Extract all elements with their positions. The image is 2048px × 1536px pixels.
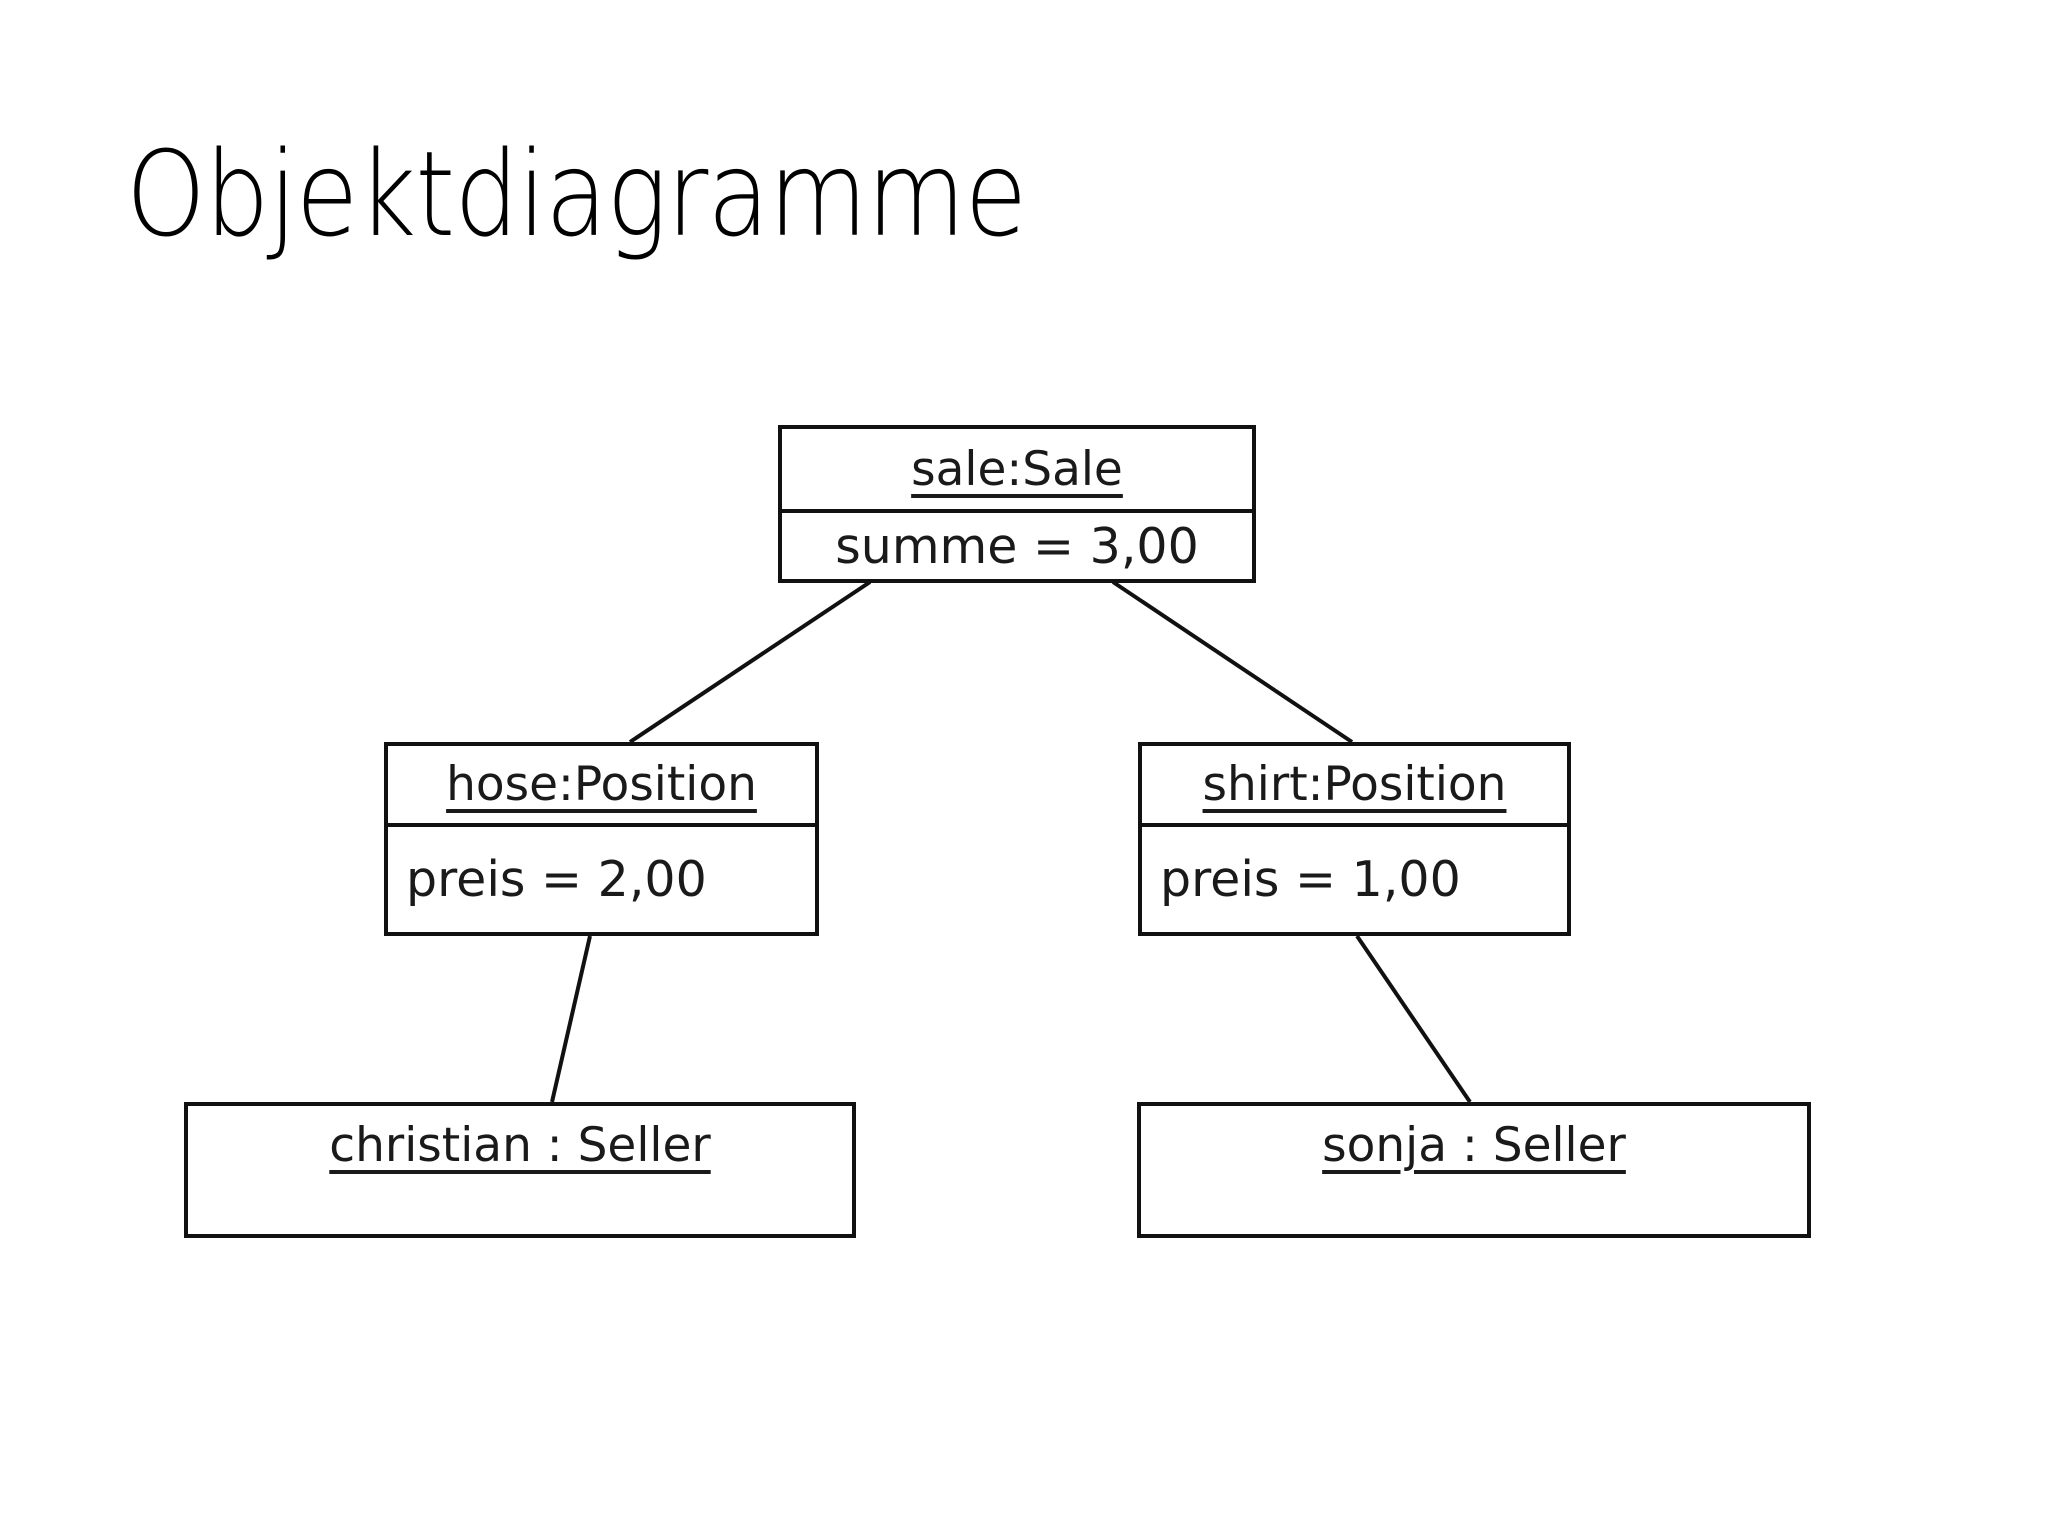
object-attribute-summe: summe = 3,00 — [835, 517, 1199, 575]
object-name-compartment-christian: christian : Seller — [188, 1106, 852, 1234]
object-attribute-compartment-shirt: preis = 1,00 — [1142, 827, 1567, 932]
object-attribute-preis-shirt: preis = 1,00 — [1160, 851, 1461, 908]
object-name-compartment-hose: hose:Position — [388, 746, 815, 827]
link-sale-hose — [628, 580, 872, 744]
object-node-sonja[interactable]: sonja : Seller — [1137, 1102, 1811, 1238]
object-name-hose: hose:Position — [446, 757, 757, 812]
object-name-compartment-shirt: shirt:Position — [1142, 746, 1567, 827]
link-shirt-sonja — [1355, 934, 1472, 1104]
object-attribute-compartment-hose: preis = 2,00 — [388, 827, 815, 932]
object-node-hose[interactable]: hose:Position preis = 2,00 — [384, 742, 819, 936]
object-name-sonja: sonja : Seller — [1322, 1118, 1626, 1173]
object-name-compartment-sale: sale:Sale — [782, 429, 1252, 513]
object-node-christian[interactable]: christian : Seller — [184, 1102, 856, 1238]
link-sale-shirt — [1111, 580, 1354, 744]
object-node-shirt[interactable]: shirt:Position preis = 1,00 — [1138, 742, 1571, 936]
object-attribute-compartment-sale: summe = 3,00 — [782, 513, 1252, 579]
link-hose-christian — [550, 935, 592, 1103]
object-name-compartment-sonja: sonja : Seller — [1141, 1106, 1807, 1234]
object-node-sale[interactable]: sale:Sale summe = 3,00 — [778, 425, 1256, 583]
object-name-shirt: shirt:Position — [1202, 757, 1507, 812]
page-title: Objektdiagramme — [126, 125, 1027, 264]
object-name-sale: sale:Sale — [911, 441, 1123, 497]
object-name-christian: christian : Seller — [329, 1118, 711, 1173]
object-attribute-preis-hose: preis = 2,00 — [406, 851, 707, 908]
